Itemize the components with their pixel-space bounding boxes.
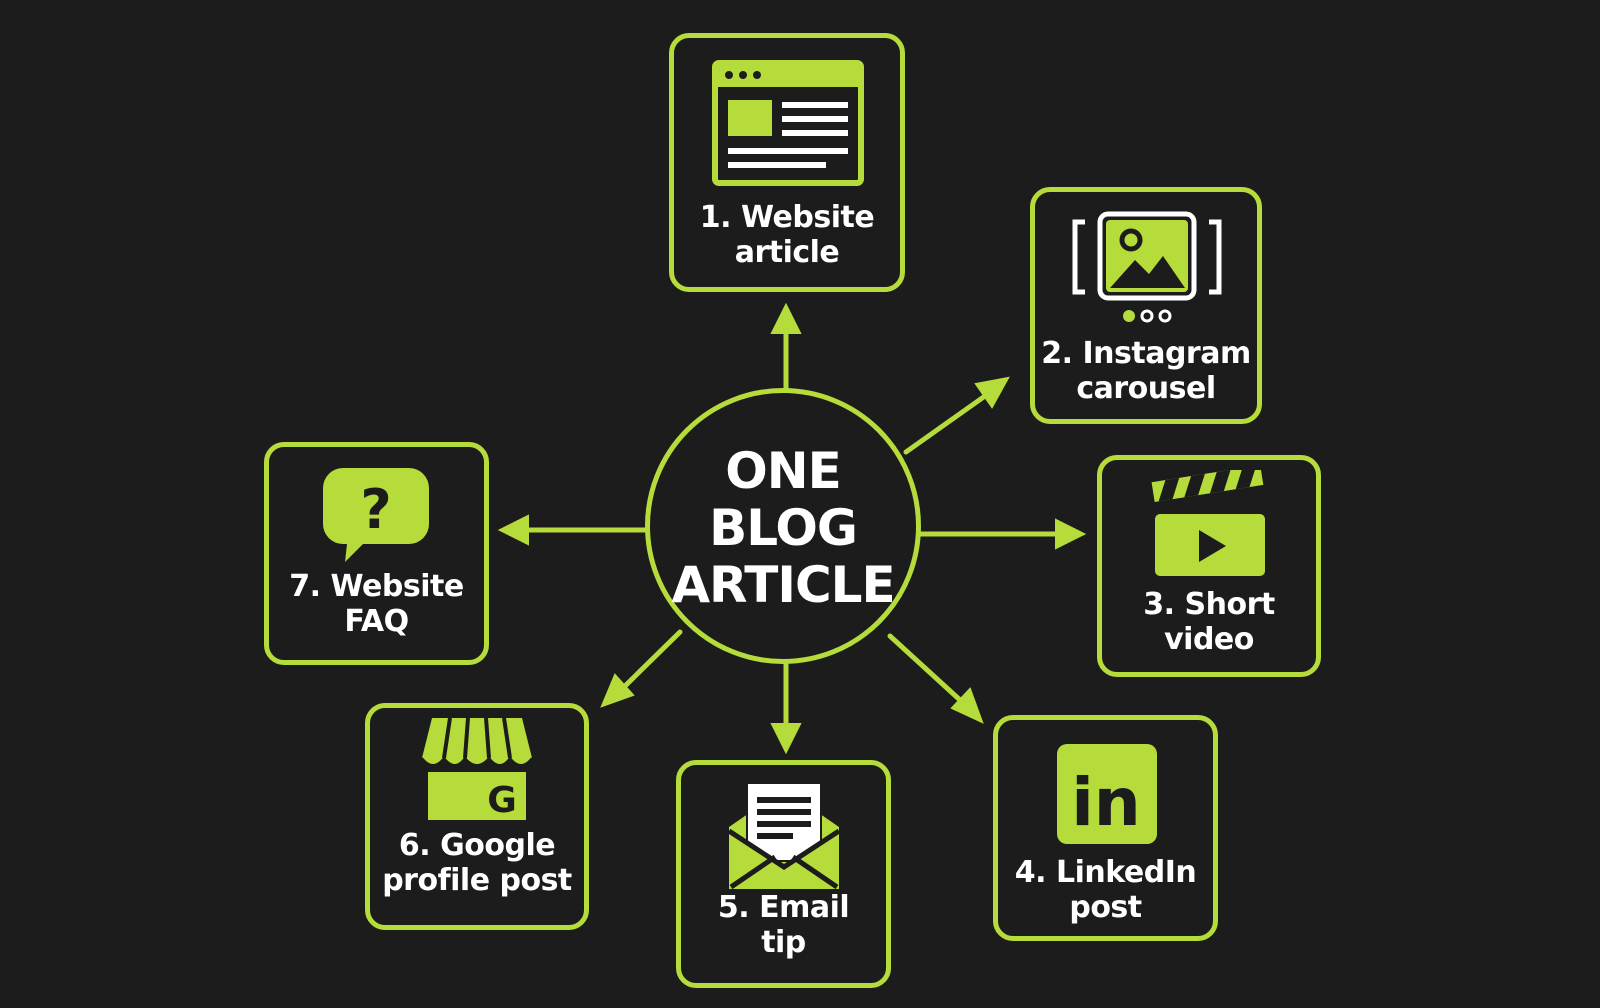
node-label: 3. Short video [1102, 587, 1316, 657]
node-instagram-carousel: 2. Instagram carousel [1030, 187, 1262, 424]
label-line-1: 7. Website [289, 569, 464, 604]
label-line-2: post [1069, 890, 1142, 925]
node-google-profile-post: G 6. Google profile post [365, 703, 589, 930]
question-glyph: ? [360, 478, 391, 541]
node-label: 4. LinkedIn post [998, 855, 1213, 925]
node-linkedin-post: in 4. LinkedIn post [993, 715, 1218, 941]
linkedin-icon: in [1057, 744, 1157, 844]
node-website-faq: ? 7. Website FAQ [264, 442, 489, 665]
google-storefront-icon: G [421, 717, 533, 821]
central-hub: ONE BLOG ARTICLE [645, 388, 921, 664]
arrowhead-6 [600, 673, 635, 708]
label-line-2: video [1164, 622, 1254, 657]
arrowhead-2 [974, 376, 1010, 409]
arrow-to-instagram-carousel [903, 393, 988, 455]
label-line-2: tip [761, 925, 806, 960]
label-line-2: FAQ [344, 604, 409, 639]
linkedin-glyph: in [1071, 764, 1141, 841]
arrow-to-google-profile-post [622, 629, 683, 689]
label-line-2: profile post [382, 863, 572, 898]
node-label: 1. Website article [674, 200, 900, 270]
google-letter: G [487, 780, 517, 821]
node-short-video: 3. Short video [1097, 455, 1321, 677]
node-label: 7. Website FAQ [269, 569, 484, 639]
node-label: 2. Instagram carousel [1035, 336, 1257, 406]
label-line-2: carousel [1076, 371, 1216, 406]
label-line-2: article [734, 235, 840, 270]
label-line-1: 3. Short [1143, 587, 1275, 622]
label-line-1: 6. Google [398, 828, 556, 863]
question-bubble-icon: ? [323, 468, 429, 562]
hub-title-line-2: BLOG [709, 498, 858, 557]
arrowhead-4 [950, 687, 984, 724]
arrowhead-3 [1055, 518, 1087, 550]
envelope-icon [727, 782, 841, 890]
node-label: 5. Email tip [681, 890, 886, 960]
label-line-1: 4. LinkedIn [1014, 855, 1197, 890]
hub-title: ONE BLOG ARTICLE [671, 441, 895, 614]
label-line-1: 5. Email [717, 890, 850, 925]
node-website-article: 1. Website article [669, 33, 905, 292]
webpage-icon [712, 60, 864, 186]
arrowhead-5 [770, 723, 802, 755]
arrowhead-7 [497, 514, 529, 546]
node-email-tip: 5. Email tip [676, 760, 891, 988]
label-line-1: 1. Website [699, 200, 875, 235]
image-carousel-icon [1072, 211, 1222, 323]
arrow-to-linkedin-post [887, 633, 963, 703]
arrowhead-1 [770, 302, 802, 334]
hub-title-line-1: ONE [725, 441, 842, 500]
hub-title-line-3: ARTICLE [671, 555, 895, 614]
clapperboard-icon [1151, 470, 1265, 576]
node-label: 6. Google profile post [370, 828, 584, 898]
label-line-1: 2. Instagram [1041, 336, 1251, 371]
